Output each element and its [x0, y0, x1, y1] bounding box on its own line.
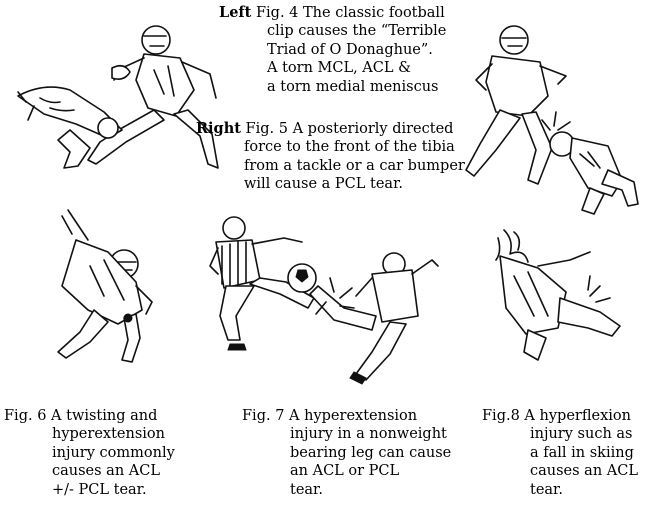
caption-fig5-line-1: Right Fig. 5 A posteriorly directed — [196, 120, 454, 137]
caption-fig7-line-3: bearing leg can cause — [290, 444, 452, 461]
caption-fig4-line-5: a torn medial meniscus — [267, 78, 439, 95]
caption-fig8-line-2: injury such as — [530, 426, 633, 443]
caption-fig8-line-4: causes an ACL — [530, 463, 638, 480]
caption-fig4-line-4: A torn MCL, ACL & — [267, 60, 412, 77]
fig5-label-right: Right — [196, 120, 241, 137]
caption-fig5: Right Fig. 5 A posteriorly directed forc… — [196, 120, 465, 194]
caption-fig4: Left Fig. 4 The classic football clip ca… — [219, 4, 446, 96]
illustration-twisting-football — [28, 206, 160, 366]
caption-fig4-line-2: clip causes the “Terrible — [267, 23, 447, 40]
illustration-posterior-tackle — [462, 20, 644, 220]
caption-fig8-line-5: tear. — [530, 481, 564, 498]
illustration-soccer-kick — [206, 212, 442, 388]
illustration-skiing-fall — [470, 226, 640, 366]
caption-fig8: Fig.8 A hyperflexion injury such as a fa… — [482, 407, 638, 499]
caption-fig5-line-4: will cause a PCL tear. — [244, 176, 404, 193]
caption-fig7-line-4: an ACL or PCL — [290, 463, 400, 480]
caption-fig5-line-2: force to the front of the tibia — [244, 139, 455, 156]
caption-fig7-line-1: Fig. 7 A hyperextension — [242, 408, 418, 424]
caption-fig4-line-1: Left Fig. 4 The classic football — [219, 4, 445, 21]
caption-fig6-line-4: causes an ACL — [52, 463, 160, 480]
caption-fig6-line-1: Fig. 6 A twisting and — [4, 408, 158, 424]
caption-fig7-line-5: tear. — [290, 481, 324, 498]
caption-fig6-line-2: hyperextension — [52, 426, 165, 443]
caption-fig6-line-3: injury commonly — [52, 444, 175, 461]
caption-fig7: Fig. 7 A hyperextension injury in a nonw… — [242, 407, 451, 499]
caption-fig4-line-3: Triad of O Donaghue”. — [267, 41, 433, 58]
caption-fig8-line-1: Fig.8 A hyperflexion — [482, 408, 631, 424]
caption-fig7-line-2: injury in a nonweight — [290, 426, 447, 443]
illustration-football-clip — [4, 10, 236, 182]
caption-fig5-line-3: from a tackle or a car bumper — [244, 157, 465, 174]
fig4-label-left: Left — [219, 4, 252, 21]
caption-fig6-line-5: +/- PCL tear. — [52, 481, 147, 498]
caption-fig6: Fig. 6 A twisting and hyperextension inj… — [4, 407, 175, 499]
caption-fig8-line-3: a fall in skiing — [530, 444, 634, 461]
